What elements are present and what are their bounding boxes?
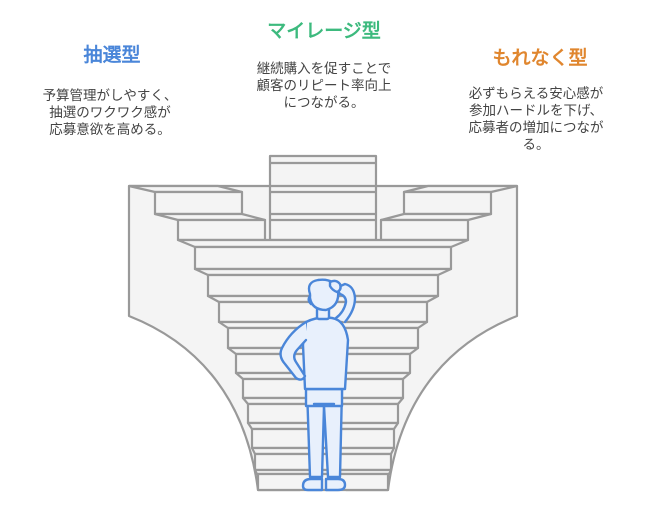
section-desc-mileage: 継続購入を促すことで 顧客のリピート率向上 につながる。 — [224, 61, 424, 112]
section-title-guaranteed: もれなく型 — [492, 47, 588, 69]
desc-line: 抽選のワクワク感が — [49, 105, 171, 121]
left-arm — [279, 320, 308, 381]
desc-line: 応募者の増加につなが — [468, 120, 604, 136]
desc-line: 参加ハードルを下げ、 — [468, 103, 604, 119]
person-icon — [279, 278, 357, 492]
staircase-structure — [127, 154, 519, 492]
desc-line: る。 — [522, 137, 550, 153]
section-title-lottery: 抽選型 — [83, 44, 141, 66]
desc-line: につながる。 — [283, 95, 365, 111]
section-title-mileage: マイレージ型 — [267, 20, 381, 42]
section-desc-lottery: 予算管理がしやすく、 抽選のワクワク感が 応募意欲を高める。 — [10, 88, 210, 139]
desc-line: 顧客のリピート率向上 — [256, 78, 392, 94]
desc-line: 必ずもらえる安心感が — [468, 86, 604, 102]
torso — [301, 316, 350, 391]
section-desc-guaranteed: 必ずもらえる安心感が 参加ハードルを下げ、 応募者の増加につなが る。 — [436, 86, 636, 154]
desc-line: 継続購入を促すことで — [256, 61, 392, 77]
desc-line: 予算管理がしやすく、 — [42, 88, 178, 104]
desc-line: 応募意欲を高める。 — [49, 122, 171, 138]
